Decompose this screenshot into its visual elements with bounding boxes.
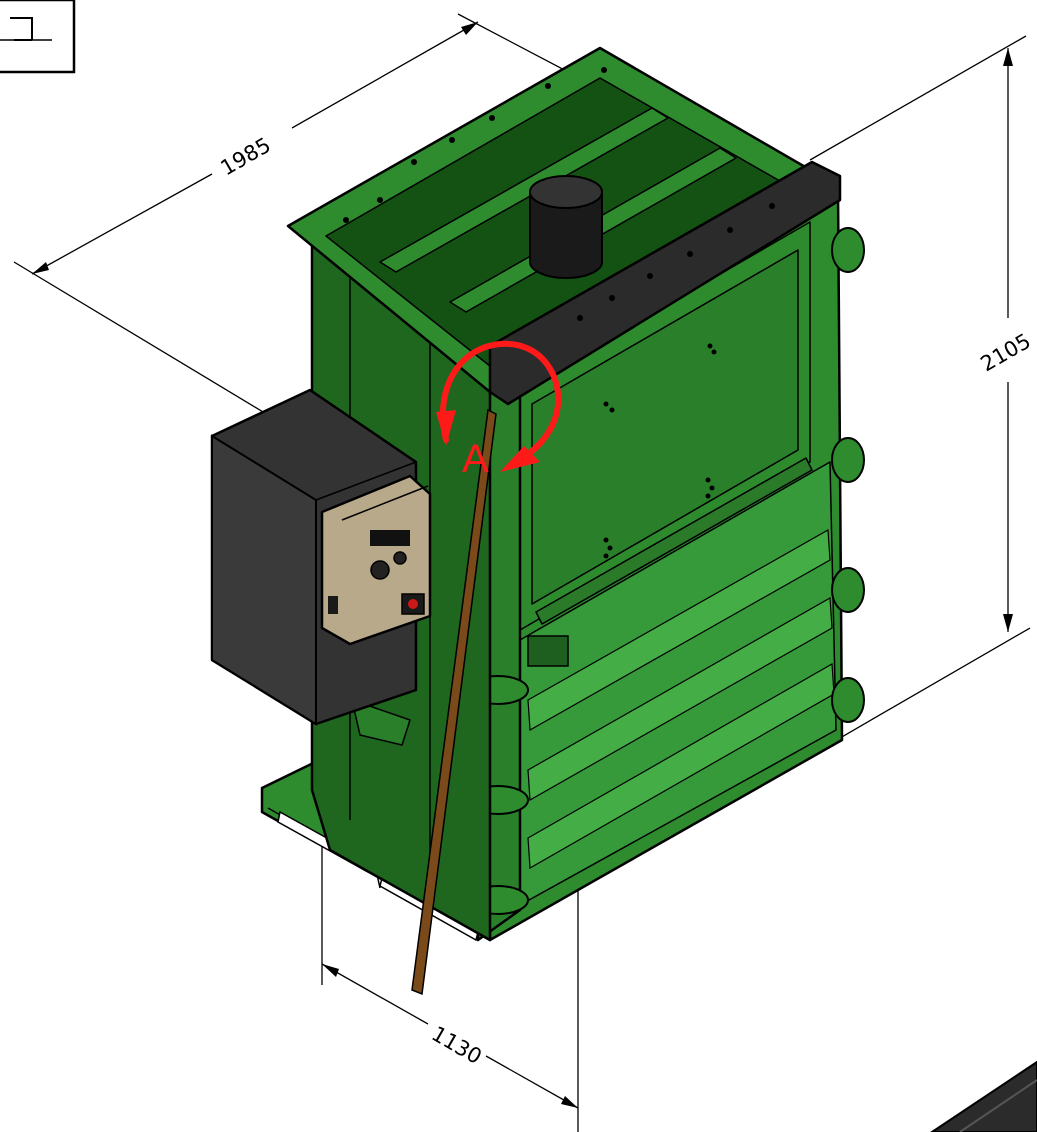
motor-cylinder-icon — [529, 175, 603, 279]
right-hinges — [831, 227, 865, 723]
view-cube-icon[interactable] — [0, 0, 76, 74]
control-panel-icon[interactable] — [320, 474, 432, 646]
rotation-marker-label: A — [462, 437, 489, 481]
dimension-width-label: 1130 — [428, 1022, 486, 1070]
top-frame — [286, 46, 842, 406]
dimension-depth-label: 1985 — [217, 133, 275, 181]
adjacent-part-fragment — [930, 1060, 1037, 1132]
rotation-arrow-icon: A — [436, 340, 562, 481]
dimension-height-label: 2105 — [977, 329, 1035, 377]
electrical-cabinet — [210, 388, 418, 726]
baler-front-face — [467, 186, 865, 942]
dimension-height: 2105 — [809, 35, 1035, 739]
operating-rod — [411, 408, 497, 996]
